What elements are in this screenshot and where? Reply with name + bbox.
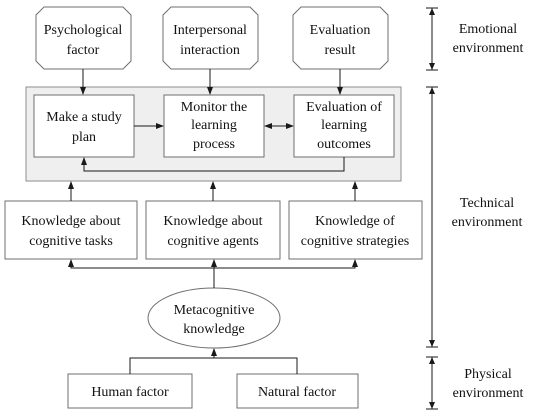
physical-factor-human-label: Human factor <box>91 385 169 400</box>
emotional-environment-label-line1: Emotional <box>459 22 517 37</box>
process-step-plan-line2: plan <box>72 130 96 145</box>
emotional-factor-psychological: Psychological factor <box>35 6 132 70</box>
process-step-evaluation-line3: outcomes <box>317 137 371 152</box>
physical-environment-label-line1: Physical <box>464 367 512 382</box>
connector-feedback-loop <box>81 157 345 172</box>
metacognitive-knowledge-line2: knowledge <box>183 322 244 337</box>
knowledge-cognitive-strategies-line2: cognitive strategies <box>301 234 409 249</box>
emotional-factor-evaluation-line1: Evaluation <box>310 23 371 38</box>
technical-environment-label-line2: environment <box>452 215 523 230</box>
emotional-environment-bracket <box>426 7 438 71</box>
emotional-factor-evaluation-line2: result <box>324 43 355 58</box>
emotional-factor-psychological-line2: factor <box>67 43 100 58</box>
metacognitive-knowledge: Metacognitive knowledge <box>147 287 281 349</box>
metacognitive-knowledge-line1: Metacognitive <box>174 303 255 318</box>
knowledge-cognitive-agents: Knowledge about cognitive agents <box>145 200 281 260</box>
process-step-monitor: Monitor the learning process <box>163 94 265 158</box>
physical-environment-bracket <box>426 356 438 410</box>
emotional-environment-label-line2: environment <box>453 41 524 56</box>
emotional-factor-interpersonal-line1: Interpersonal <box>173 23 247 38</box>
process-step-monitor-line1: Monitor the <box>181 100 248 115</box>
knowledge-cognitive-tasks-line2: cognitive tasks <box>29 234 113 249</box>
connector-meta-to-tasks <box>68 259 214 269</box>
technical-environment-bracket <box>426 86 438 348</box>
emotional-factor-psychological-line1: Psychological <box>44 23 123 38</box>
knowledge-cognitive-tasks: Knowledge about cognitive tasks <box>4 200 138 260</box>
knowledge-cognitive-strategies: Knowledge of cognitive strategies <box>288 200 423 260</box>
process-step-evaluation-line2: learning <box>321 118 367 133</box>
process-step-monitor-line3: process <box>193 137 235 152</box>
technical-environment-label-line1: Technical <box>460 196 514 211</box>
physical-factor-natural-label: Natural factor <box>258 385 336 400</box>
emotional-factor-interpersonal: Interpersonal interaction <box>162 6 259 70</box>
knowledge-cognitive-strategies-line1: Knowledge of <box>315 214 395 229</box>
process-step-plan: Make a study plan <box>33 94 135 158</box>
process-step-plan-line1: Make a study <box>46 110 121 125</box>
connector-physical-join <box>129 357 298 374</box>
knowledge-cognitive-tasks-line1: Knowledge about <box>21 214 120 229</box>
emotional-factor-evaluation: Evaluation result <box>292 6 389 70</box>
process-step-evaluation: Evaluation of learning outcomes <box>293 94 395 158</box>
process-step-evaluation-line1: Evaluation of <box>306 100 382 115</box>
physical-environment-label-line2: environment <box>453 386 524 401</box>
physical-factor-natural: Natural factor <box>236 373 359 409</box>
physical-factor-human: Human factor <box>67 373 193 409</box>
connector-meta-to-strategies <box>214 259 358 269</box>
knowledge-cognitive-agents-line2: cognitive agents <box>167 234 258 249</box>
knowledge-cognitive-agents-line1: Knowledge about <box>163 214 262 229</box>
process-step-monitor-line2: learning <box>191 118 237 133</box>
emotional-factor-interpersonal-line2: interaction <box>180 43 240 58</box>
